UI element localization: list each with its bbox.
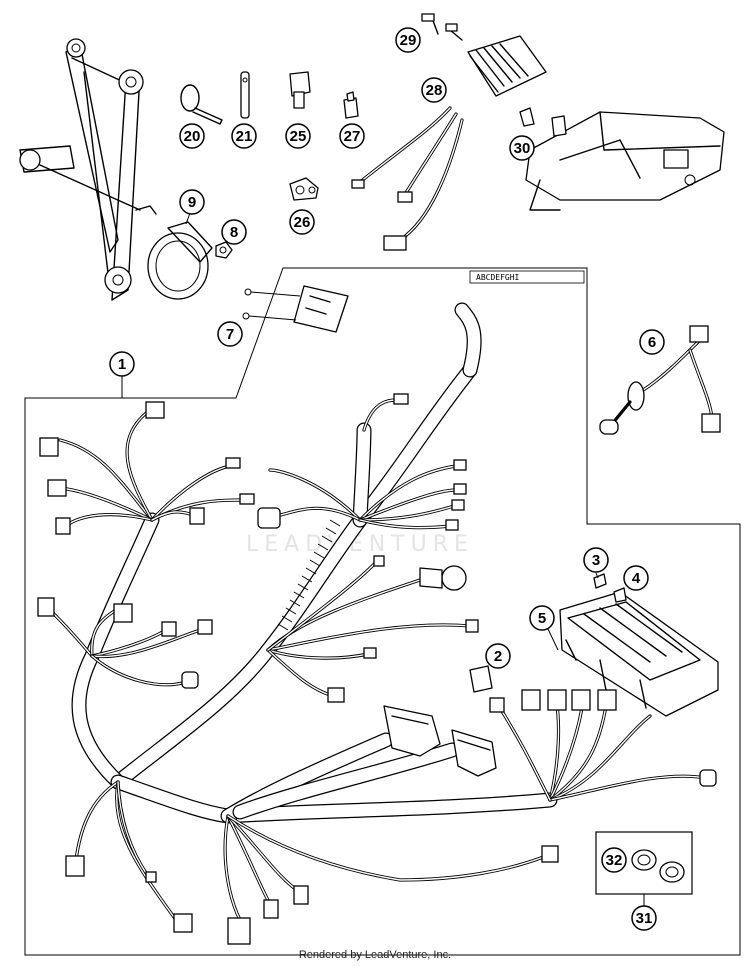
callout-30: 30 [509, 135, 535, 161]
callout-31: 31 [631, 905, 657, 931]
fuse-small-3 [593, 573, 607, 589]
callout-4-label: 4 [632, 570, 641, 587]
screw-pair [421, 13, 463, 41]
footer-credit: Rendered by LeadVenture, Inc. [298, 949, 452, 961]
callout-21: 21 [231, 123, 257, 149]
fuse-holder [289, 71, 311, 109]
callout-30-label: 30 [514, 140, 531, 157]
voltage-regulator [351, 35, 547, 251]
callout-25-label: 25 [290, 128, 307, 145]
callout-4: 4 [623, 565, 649, 591]
callout-26-label: 26 [294, 214, 311, 231]
callout-8-label: 8 [230, 224, 238, 241]
callout-2: 2 [485, 643, 511, 669]
callout-9-label: 9 [188, 194, 196, 211]
callout-7: 7 [217, 321, 243, 347]
harness-group-frame [24, 267, 741, 956]
callout-31-label: 31 [636, 910, 653, 927]
fuse-box [519, 107, 725, 211]
callout-32-label: 32 [606, 852, 623, 869]
callout-5-label: 5 [538, 610, 546, 627]
callout-21-label: 21 [236, 128, 253, 145]
callout-8: 8 [221, 219, 247, 245]
stamp-text: ABCDEFGHI [476, 273, 520, 282]
watermark-text: LEADVENTURE [246, 532, 474, 557]
callout-3: 3 [583, 547, 609, 579]
horn-nut [215, 241, 233, 259]
frame-brace [19, 38, 144, 301]
callout-27-label: 27 [344, 128, 361, 145]
callout-6-label: 6 [648, 334, 656, 351]
callout-7-label: 7 [226, 326, 234, 343]
callout-1: 1 [109, 351, 135, 398]
cable-tie-strap [240, 71, 250, 119]
callout-27: 27 [339, 123, 365, 149]
horn [135, 205, 213, 300]
callout-1-label: 1 [118, 356, 126, 373]
sub-harness [599, 325, 721, 435]
grommet-33 [659, 861, 685, 883]
mounting-bracket [242, 285, 349, 333]
callout-28: 28 [421, 77, 447, 103]
callout-25: 25 [285, 123, 311, 149]
callout-28-label: 28 [426, 82, 443, 99]
callout-5: 5 [529, 605, 559, 651]
clip-2 [469, 665, 493, 693]
callout-6: 6 [639, 329, 665, 355]
callout-2-label: 2 [494, 648, 502, 665]
stamp-label: ABCDEFGHI [469, 270, 585, 284]
callout-29: 29 [395, 27, 421, 53]
clip-27 [343, 91, 359, 119]
callout-3-label: 3 [592, 552, 600, 569]
callout-20: 20 [179, 123, 205, 149]
callout-32: 32 [601, 847, 627, 873]
main-harness [37, 302, 717, 945]
callout-29-label: 29 [400, 32, 417, 49]
fuse-small-4 [613, 587, 627, 603]
callout-26: 26 [289, 209, 315, 235]
grommet-32 [631, 849, 657, 871]
relay-block [559, 591, 719, 717]
callout-9: 9 [179, 189, 205, 225]
callout-20-label: 20 [184, 128, 201, 145]
connector-26 [289, 177, 319, 201]
cable-tie-coil [180, 84, 223, 125]
